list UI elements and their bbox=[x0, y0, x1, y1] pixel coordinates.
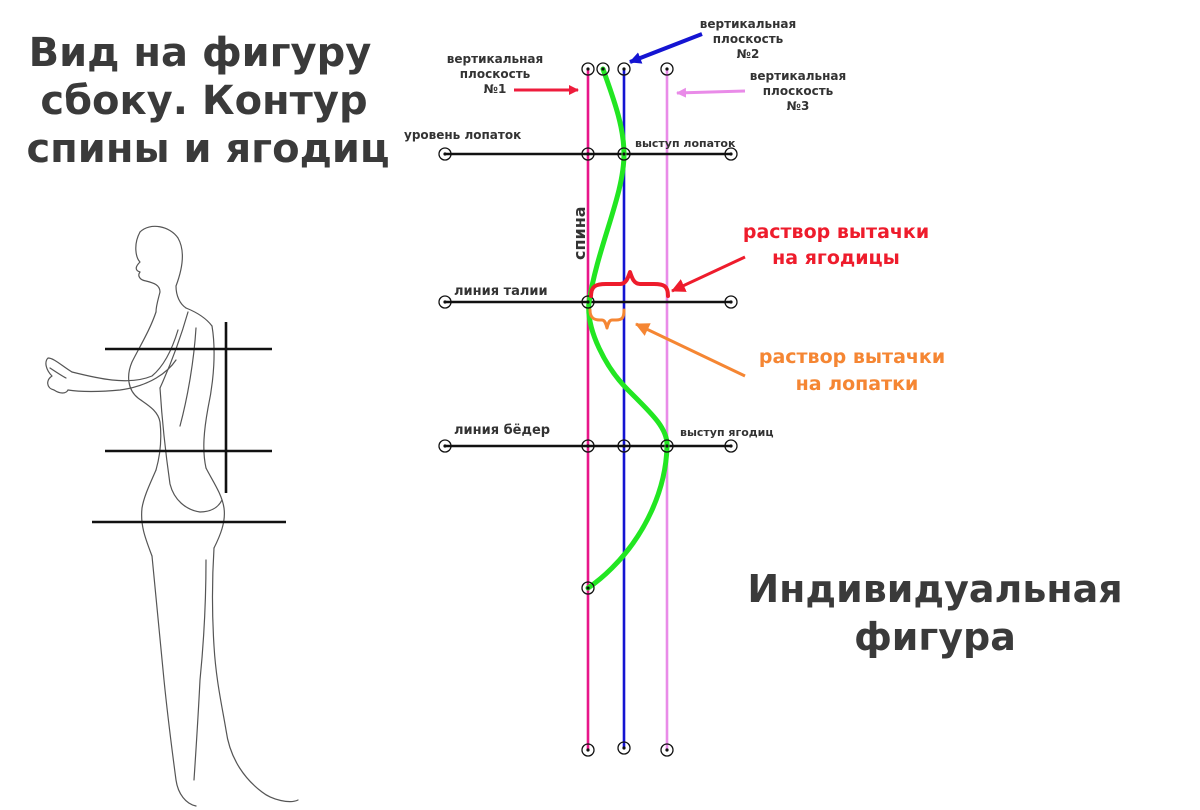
plane-1-label: вертикальная плоскость №1 bbox=[447, 52, 543, 96]
head-profile bbox=[135, 231, 161, 313]
plane-3-label-line2: плоскость bbox=[763, 84, 834, 98]
back-label: спина bbox=[570, 206, 589, 260]
front-torso bbox=[128, 311, 162, 471]
node-bottom-p3 bbox=[660, 743, 674, 757]
plane-2-label: вертикальная плоскость №2 bbox=[700, 17, 796, 61]
buttocks-contour bbox=[205, 467, 225, 549]
label-buttock-prominence: выступ ягодиц bbox=[680, 426, 774, 439]
node-contour-end bbox=[581, 581, 595, 595]
individual-figure-title-line1: Индивидуальная bbox=[747, 567, 1122, 611]
back-leg-2 bbox=[193, 559, 207, 781]
arrow-dart-shoulder-blades bbox=[635, 322, 746, 378]
shoulder-blades-dart-label-line1: раствор вытачки bbox=[759, 346, 945, 368]
node-top-p1 bbox=[581, 62, 595, 76]
node-waist-p1 bbox=[581, 295, 595, 309]
back-neck bbox=[185, 307, 213, 327]
node-hip-right bbox=[724, 439, 738, 453]
plane-2-label-line2: плоскость bbox=[713, 32, 784, 46]
shoulder-blades-dart-label-line2: на лопатки bbox=[796, 373, 919, 395]
shoulder-blades-dart-label: раствор вытачки на лопатки bbox=[759, 346, 945, 395]
buttocks-dart-label-line2: на ягодицы bbox=[772, 247, 900, 269]
arrows bbox=[514, 32, 746, 378]
side-view-title-line1: Вид на фигуру bbox=[29, 30, 372, 76]
label-shoulder-blade-prominence: выступ лопаток bbox=[635, 137, 736, 150]
side-view-title: Вид на фигуру сбоку. Контур спины и ягод… bbox=[26, 30, 389, 172]
vertical-planes bbox=[586, 69, 669, 750]
node-waist-left bbox=[438, 295, 452, 309]
buttocks-dart-label-line1: раствор вытачки bbox=[743, 221, 929, 243]
forearm bbox=[67, 359, 177, 393]
level-label-shoulder-blades: уровень лопаток bbox=[404, 128, 521, 142]
node-hip-p1 bbox=[581, 439, 595, 453]
arrow-plane-2 bbox=[629, 32, 703, 64]
node-hip-p2 bbox=[617, 439, 631, 453]
plane-1-label-line3: №1 bbox=[484, 82, 507, 96]
plane-3-label-line3: №3 bbox=[787, 99, 810, 113]
individual-figure-title: Индивидуальная фигура bbox=[747, 567, 1122, 659]
front-leg bbox=[151, 555, 197, 807]
figure-silhouette bbox=[45, 225, 299, 807]
node-sb-p2 bbox=[617, 147, 631, 161]
side-view-title-line3: спины и ягодиц bbox=[26, 126, 389, 172]
node-top-p2 bbox=[617, 62, 631, 76]
node-top-contour bbox=[596, 62, 610, 76]
plane-2-label-line3: №2 bbox=[737, 47, 760, 61]
node-sb-right bbox=[724, 147, 738, 161]
node-waist-right bbox=[724, 295, 738, 309]
hand bbox=[45, 357, 73, 394]
side-view-title-line2: сбоку. Контур bbox=[40, 78, 367, 124]
plane-3-label: вертикальная плоскость №3 bbox=[750, 69, 846, 113]
node-sb-p1 bbox=[581, 147, 595, 161]
node-bottom-p2 bbox=[617, 741, 631, 755]
front-hip bbox=[141, 469, 157, 557]
arrow-plane-3 bbox=[676, 87, 746, 98]
node-hip-p3 bbox=[660, 439, 674, 453]
level-label-waist: линия талии bbox=[454, 284, 548, 299]
buttocks-dart-brace bbox=[589, 270, 670, 298]
plane-1-label-line2: плоскость bbox=[460, 67, 531, 81]
swimsuit-strap bbox=[159, 311, 189, 389]
plane-1-label-line1: вертикальная bbox=[447, 52, 543, 66]
shoulder-blades-dart-brace bbox=[588, 308, 626, 330]
node-hip-left bbox=[438, 439, 452, 453]
back-leg bbox=[211, 547, 299, 803]
swimsuit-back bbox=[179, 327, 197, 427]
swimsuit-front bbox=[159, 387, 223, 513]
individual-figure-title-line2: фигура bbox=[854, 615, 1016, 659]
node-markers bbox=[438, 62, 738, 757]
upper-arm bbox=[71, 329, 179, 382]
plane-2-label-line1: вертикальная bbox=[700, 17, 796, 31]
node-sb-left bbox=[438, 147, 452, 161]
buttocks-dart-label: раствор вытачки на ягодицы bbox=[743, 221, 929, 269]
arrow-dart-buttocks bbox=[671, 255, 746, 293]
level-label-hips: линия бёдер bbox=[454, 423, 550, 438]
back-contour bbox=[203, 325, 215, 469]
node-top-p3 bbox=[660, 62, 674, 76]
hair bbox=[139, 225, 187, 309]
figure-measurement-lines bbox=[92, 322, 286, 524]
node-bottom-p1 bbox=[581, 743, 595, 757]
plane-3-label-line1: вертикальная bbox=[750, 69, 846, 83]
